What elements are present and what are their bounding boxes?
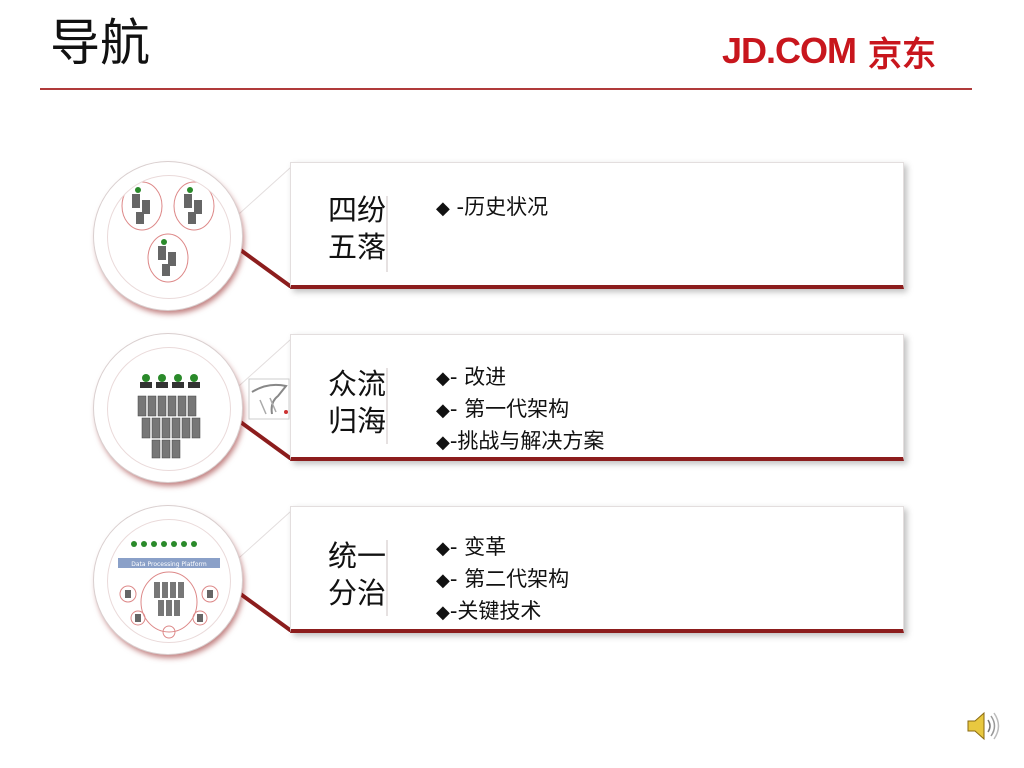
platform-label: Data Processing Platform [131,561,207,568]
section-card[interactable] [290,506,904,633]
bullet-item[interactable]: ◆- 第一代架构 [436,397,570,421]
server-cluster-icon [137,374,201,459]
platform-architecture-icon: Data Processing Platform [118,541,220,639]
section-icon-circle[interactable] [94,334,242,482]
section-bullets: ◆ -历史状况 [436,192,548,224]
section-icon-circle[interactable] [94,162,242,310]
card-divider [386,196,388,272]
bullet-item[interactable]: ◆- 第二代架构 [436,567,570,591]
header-divider [40,88,972,90]
bullet-item[interactable]: ◆-挑战与解决方案 [436,429,605,453]
jd-logo: JD.COM 京东 [722,26,936,76]
bullet-item[interactable]: ◆ -历史状况 [436,195,549,219]
section-bullets: ◆- 变革 ◆- 第二代架构 ◆-关键技术 [436,532,569,628]
section-heading: 四纷 五落 [328,193,387,264]
section-row-3: Data Processing Platform 统一 分治 ◆- 变革 ◆- … [90,506,910,656]
chart-thumbnail-icon [248,378,290,420]
section-row-1: 四纷 五落 ◆ -历史状况 [90,162,910,312]
section-card[interactable] [290,334,904,461]
bullet-item[interactable]: ◆- 变革 [436,535,507,559]
section-icon-circle[interactable]: Data Processing Platform [94,506,242,654]
distributed-servers-icon [121,181,215,283]
bullet-item[interactable]: ◆-关键技术 [436,599,542,623]
logo-cn-text: 京东 [868,34,937,75]
card-divider [386,540,388,616]
section-card[interactable] [290,162,904,289]
card-divider [386,368,388,444]
section-heading: 统一 分治 [328,539,387,610]
logo-text: JD.COM [722,30,857,71]
page-title: 导航 [50,14,150,72]
speaker-icon[interactable] [962,706,1002,746]
section-heading: 众流 归海 [328,367,387,438]
section-row-2: 众流 归海 ◆- 改进 ◆- 第一代架构 ◆-挑战与解决方案 [90,334,910,484]
section-bullets: ◆- 改进 ◆- 第一代架构 ◆-挑战与解决方案 [436,362,604,458]
bullet-item[interactable]: ◆- 改进 [436,365,507,389]
